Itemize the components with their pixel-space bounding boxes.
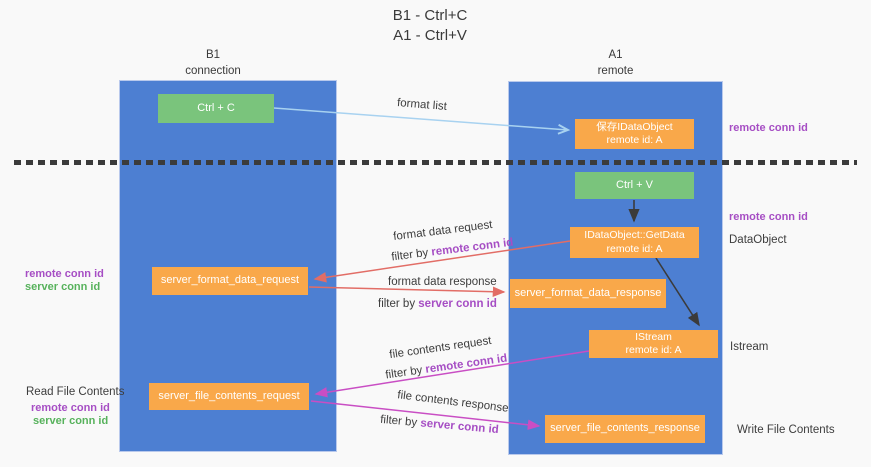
- box-server-format-data-response-label: server_format_data_response: [514, 286, 662, 299]
- column-header-a1: A1 remote: [508, 48, 723, 79]
- box-server-format-data-request-label: server_format_data_request: [160, 274, 300, 287]
- label-filter-by-4: filter by: [379, 413, 418, 430]
- box-save-idataobject-line1: 保存IDataObject: [596, 120, 673, 133]
- label-format-data-request: format data request: [392, 218, 494, 244]
- box-server-file-contents-request: server_file_contents_request: [149, 383, 309, 410]
- column-b1-name: B1: [205, 49, 221, 61]
- label-filter-server-conn-id-2: server conn id: [418, 298, 497, 310]
- box-server-file-contents-request-label: server_file_contents_request: [158, 389, 300, 402]
- label-left-remote-conn-id-1: remote conn id: [25, 268, 104, 280]
- label-remote-conn-id-mid: remote conn id: [729, 211, 808, 223]
- box-ctrl-v: Ctrl + V: [575, 172, 694, 199]
- label-dataobject: DataObject: [729, 234, 787, 246]
- label-left-remote-conn-id-2: remote conn id: [31, 402, 110, 414]
- label-write-file-contents: Write File Contents: [737, 424, 835, 436]
- label-read-file-contents: Read File Contents: [26, 386, 125, 398]
- column-a1-sub: remote: [597, 64, 634, 77]
- column-b1-sub: connection: [185, 64, 241, 77]
- label-left-server-conn-id-2: server conn id: [33, 415, 109, 427]
- label-filter-server-conn-id-4: server conn id: [419, 417, 500, 437]
- label-filter-format-response: filter by server conn id: [378, 298, 497, 310]
- box-ctrl-c-label: Ctrl + C: [197, 101, 235, 114]
- label-istream: Istream: [730, 341, 769, 353]
- label-filter-by-2: filter by: [378, 298, 416, 310]
- label-left-server-conn-id-1: server conn id: [25, 281, 101, 293]
- box-server-format-data-response: server_format_data_response: [510, 279, 666, 308]
- label-file-contents-response: file contents response: [396, 389, 510, 415]
- box-save-idataobject-line2: remote id: A: [606, 134, 663, 146]
- column-header-b1: B1 connection: [104, 48, 322, 79]
- phase-separator-dashed-line: [14, 160, 857, 165]
- label-filter-file-response: filter by server conn id: [380, 414, 499, 436]
- label-filter-by-1: filter by: [390, 247, 429, 264]
- column-a1-name: A1: [608, 49, 623, 61]
- box-istream: IStream remote id: A: [589, 330, 718, 358]
- label-format-list: format list: [396, 97, 448, 113]
- box-save-idataobject: 保存IDataObject remote id: A: [575, 119, 694, 149]
- box-server-file-contents-response-label: server_file_contents_response: [550, 422, 700, 435]
- diagram-title-line2: A1 - Ctrl+V: [393, 26, 467, 44]
- box-istream-line2: remote id: A: [625, 344, 682, 356]
- box-ctrl-c: Ctrl + C: [158, 94, 274, 123]
- label-filter-remote-conn-id-1: remote conn id: [430, 236, 514, 259]
- box-idataobject-getdata-line1: IDataObject::GetData: [584, 229, 685, 242]
- diagram-title: B1 - Ctrl+C A1 - Ctrl+V: [330, 6, 530, 45]
- label-remote-conn-id-top: remote conn id: [729, 122, 808, 134]
- box-server-format-data-request: server_format_data_request: [152, 267, 308, 295]
- label-filter-by-3: filter by: [384, 364, 424, 382]
- box-idataobject-getdata-line2: remote id: A: [606, 242, 663, 255]
- box-ctrl-v-label: Ctrl + V: [616, 178, 653, 191]
- diagram-title-line1: B1 - Ctrl+C: [392, 7, 468, 24]
- label-filter-remote-conn-id-3: remote conn id: [424, 352, 508, 376]
- label-format-data-response: format data response: [388, 276, 497, 288]
- box-idataobject-getdata: IDataObject::GetData remote id: A: [570, 227, 699, 258]
- box-istream-line1: IStream: [635, 330, 672, 343]
- box-server-file-contents-response: server_file_contents_response: [545, 415, 705, 443]
